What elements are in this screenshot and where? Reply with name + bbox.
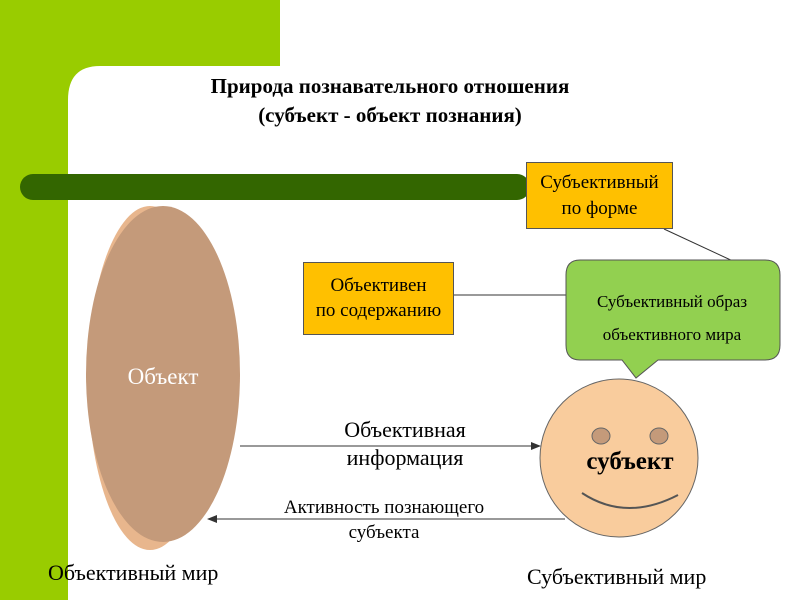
title-line-2: (субъект - объект познания) [130,101,650,130]
subjective-form-box: Субъективный по форме [526,162,673,229]
subjective-form-line-2: по форме [527,196,672,222]
title-line-1: Природа познавательного отношения [130,72,650,101]
subject-label: субъект [560,448,700,476]
subject-activity-line-1: Активность познающего [250,495,518,520]
subjective-world-label: Субъективный мир [527,564,706,590]
objective-information-line-1: Объективная [300,416,510,444]
objective-content-box: Объективен по содержанию [303,262,454,335]
subjective-form-line-1: Субъективный [527,170,672,196]
dark-green-bar [20,174,530,200]
objective-content-line-2: по содержанию [304,298,453,323]
callout-line-2: объективного мира [566,318,778,351]
objective-world-label: Объективный мир [48,560,218,586]
page-title: Природа познавательного отношения (субъе… [130,72,650,130]
objective-information-line-2: информация [300,444,510,472]
subject-activity-line-2: субъекта [250,520,518,545]
callout-line-1: Субъективный образ [566,285,778,318]
connector-form [664,229,735,262]
object-label: Объект [108,364,218,390]
face-eye-left [592,428,610,444]
subject-activity-label: Активность познающего субъекта [250,495,518,545]
objective-information-label: Объективная информация [300,416,510,472]
face-eye-right [650,428,668,444]
objective-content-line-1: Объективен [304,273,453,298]
callout-text: Субъективный образ объективного мира [566,285,778,351]
